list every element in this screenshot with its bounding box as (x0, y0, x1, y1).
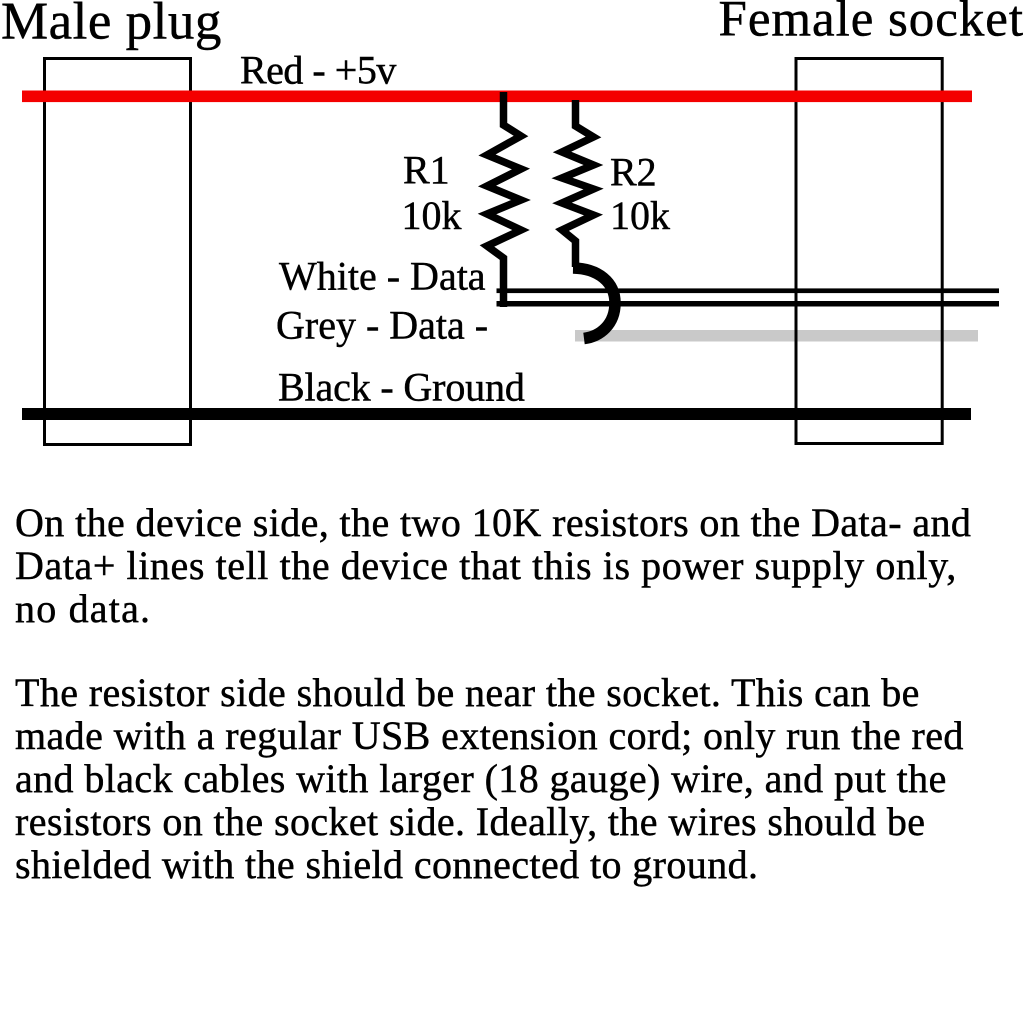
svg-text:made with a regular USB extens: made with a regular USB extension cord; … (15, 713, 964, 758)
svg-text:R2: R2 (610, 150, 657, 195)
svg-text:Female socket: Female socket (719, 0, 1024, 48)
svg-text:resistors on the socket side.: resistors on the socket side. Ideally, t… (15, 799, 925, 844)
svg-text:10k: 10k (610, 193, 670, 238)
svg-text:Black - Ground: Black - Ground (278, 365, 525, 410)
svg-text:10k: 10k (402, 193, 462, 238)
svg-text:and black cables with larger (: and black cables with larger (18 gauge) … (15, 756, 947, 801)
svg-text:no data.: no data. (15, 586, 151, 631)
svg-text:On the device side, the two 10: On the device side, the two 10K resistor… (15, 500, 971, 545)
svg-text:The resistor side should be ne: The resistor side should be near the soc… (15, 670, 920, 715)
svg-text:shielded with the shield conne: shielded with the shield connected to gr… (15, 842, 758, 887)
svg-text:White - Data: White - Data (279, 254, 486, 299)
svg-text:R1: R1 (403, 148, 450, 193)
svg-text:Data+ lines tell the device t: Data+ lines tell the device that this is… (15, 543, 957, 588)
svg-text:Male plug: Male plug (1, 0, 222, 51)
svg-text:Red - +5v: Red - +5v (240, 48, 396, 93)
svg-text:Grey - Data -: Grey - Data - (276, 303, 488, 348)
